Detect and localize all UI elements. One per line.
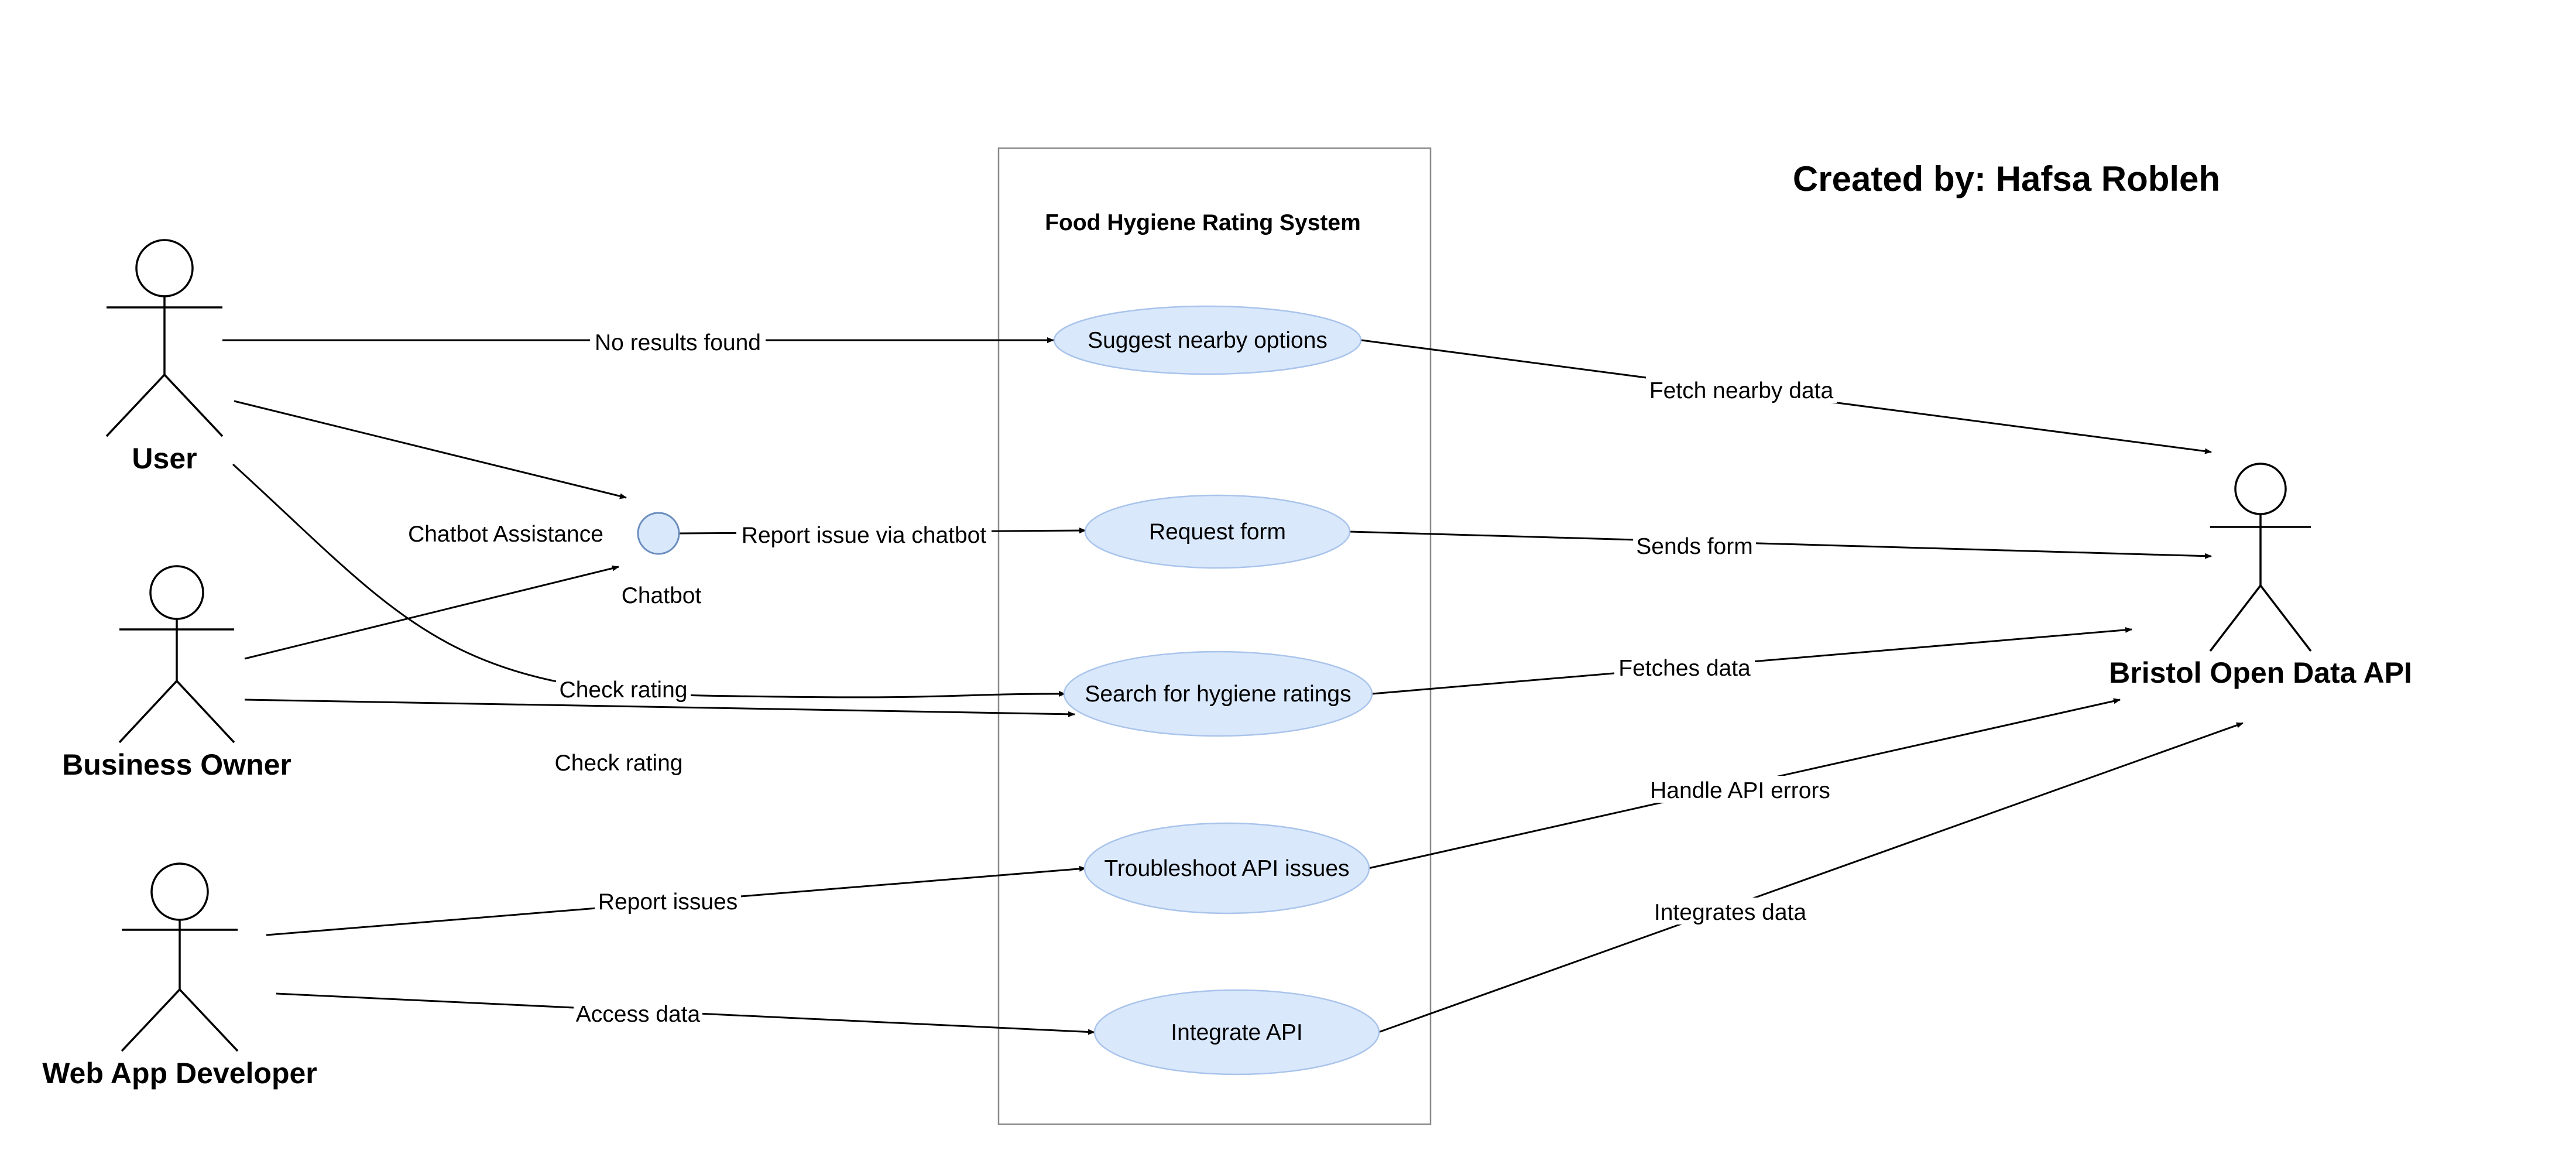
use-case-integrate[interactable]: Integrate API (1093, 989, 1380, 1076)
edge-labels: No results found Report issue via chatbo… (551, 328, 1837, 1027)
label-no-results: No results found (595, 330, 761, 355)
label-access-data: Access data (576, 1002, 701, 1027)
use-case-request-form-label: Request form (1149, 519, 1286, 545)
chatbot-assistance-label: Chatbot Assistance (408, 522, 603, 547)
edge-user-chatbot (234, 400, 627, 499)
edge-owner-chatbot (244, 565, 619, 660)
actor-api[interactable]: Bristol Open Data API (2109, 463, 2412, 689)
use-case-suggest-label: Suggest nearby options (1088, 328, 1328, 353)
actor-user[interactable]: User (105, 239, 224, 475)
label-sends-form: Sends form (1636, 534, 1752, 559)
edge-user-search (232, 463, 1066, 699)
use-case-troubleshoot-label: Troubleshoot API issues (1104, 856, 1349, 881)
use-case-integrate-label: Integrate API (1171, 1020, 1303, 1045)
actor-developer-label: Web App Developer (42, 1057, 317, 1090)
label-fetches-data: Fetches data (1618, 656, 1751, 681)
actor-business-owner[interactable]: Business Owner (62, 565, 291, 781)
use-case-search[interactable]: Search for hygiene ratings (1063, 650, 1373, 737)
chatbot-name-label: Chatbot (622, 583, 702, 608)
actor-business-owner-label: Business Owner (62, 748, 291, 781)
use-case-suggest[interactable]: Suggest nearby options (1053, 305, 1362, 375)
actor-api-figure (2209, 463, 2312, 652)
actor-business-owner-figure (118, 565, 235, 744)
label-handle-errors: Handle API errors (1650, 778, 1830, 803)
system-boundary (997, 147, 1432, 1125)
chatbot[interactable] (637, 512, 680, 555)
label-integrates-data: Integrates data (1654, 900, 1806, 925)
edge-request-api (1349, 530, 2212, 559)
label-check-rating-user: Check rating (560, 677, 688, 703)
label-check-rating-owner: Check rating (555, 751, 683, 776)
actor-api-label: Bristol Open Data API (2109, 656, 2412, 689)
credit-text: Created by: Hafsa Robleh (1793, 159, 2220, 198)
actor-user-figure (105, 239, 224, 437)
label-fetch-nearby: Fetch nearby data (1649, 378, 1834, 403)
actor-user-label: User (132, 442, 197, 475)
actor-developer[interactable]: Web App Developer (42, 862, 317, 1090)
use-case-search-label: Search for hygiene ratings (1085, 682, 1351, 707)
use-case-request-form[interactable]: Request form (1084, 494, 1351, 569)
edge-owner-search (244, 699, 1075, 717)
system-title: Food Hygiene Rating System (1045, 210, 1361, 235)
use-case-troubleshoot[interactable]: Troubleshoot API issues (1083, 822, 1370, 915)
label-report-chatbot: Report issue via chatbot (742, 523, 987, 548)
label-report-issues: Report issues (598, 889, 738, 915)
chatbot-circle (637, 512, 680, 555)
actor-developer-figure (121, 862, 239, 1052)
edge-integrate-api (1378, 722, 2244, 1033)
